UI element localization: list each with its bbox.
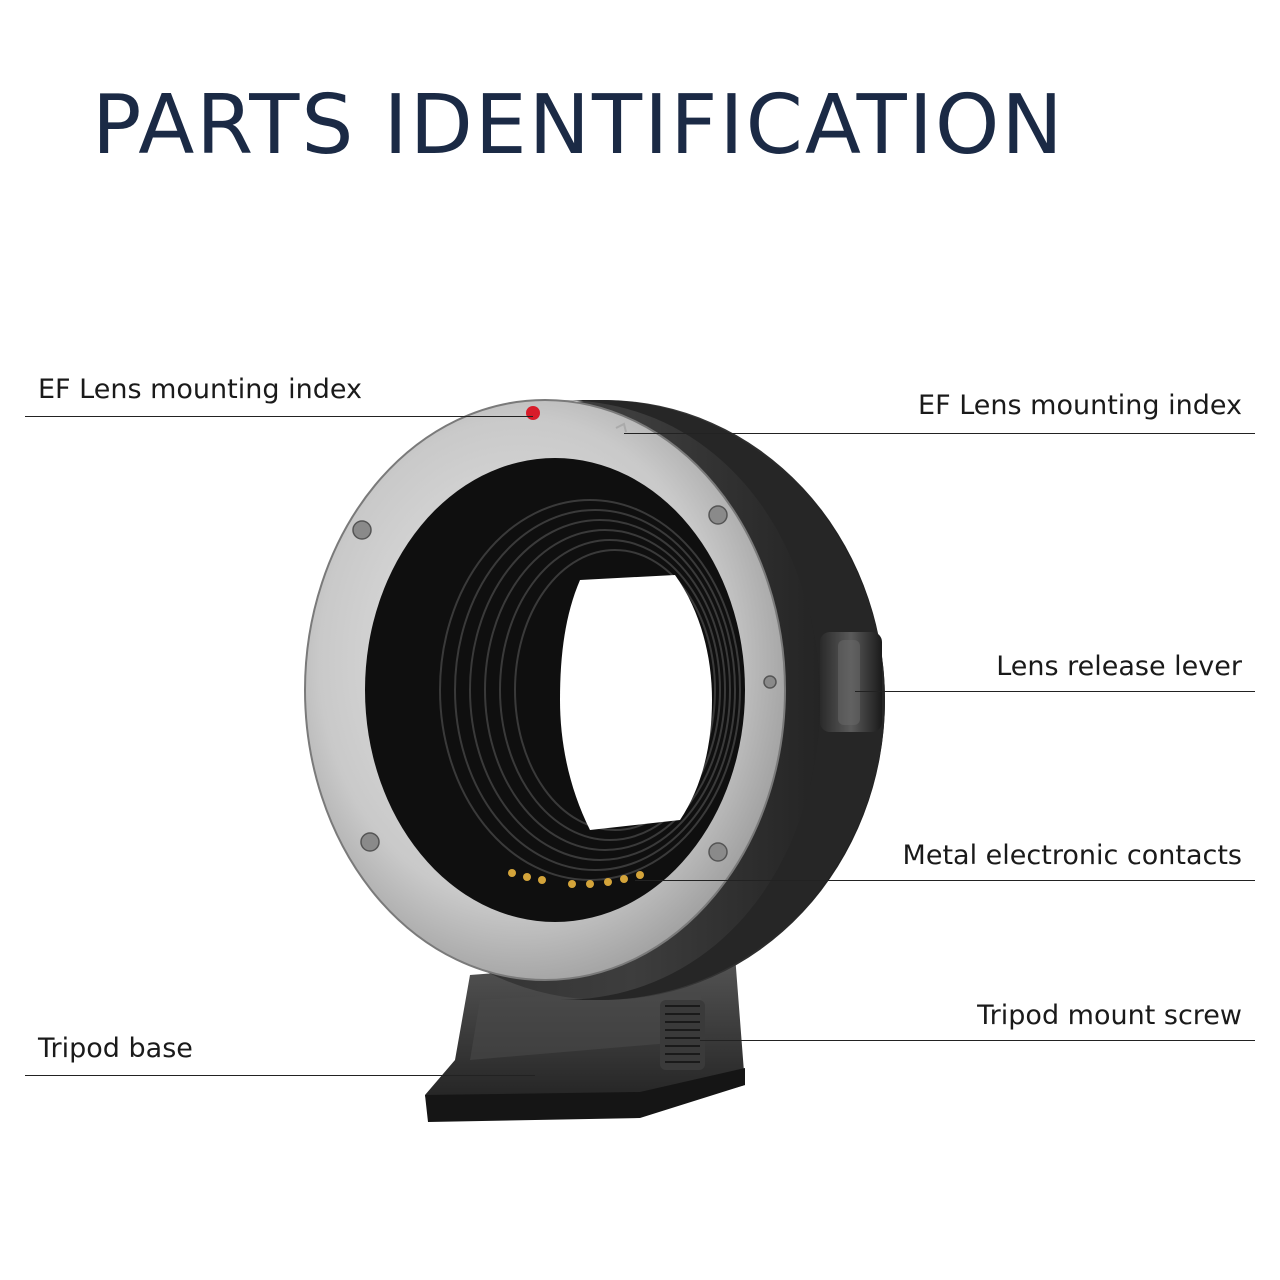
label-tripod-base: Tripod base	[38, 1033, 193, 1064]
electronic-contacts-shape	[508, 869, 644, 888]
release-lever-shape	[820, 632, 882, 732]
label-ef-index-right: EF Lens mounting index	[918, 390, 1242, 421]
leader-tripod-base	[25, 1075, 535, 1076]
label-contacts: Metal electronic contacts	[902, 840, 1242, 871]
leader-tripod-screw	[700, 1040, 1255, 1041]
leader-release-lever	[855, 691, 1255, 692]
tripod-base-shape	[425, 955, 745, 1122]
label-ef-index-left: EF Lens mounting index	[38, 374, 362, 405]
leader-contacts	[635, 880, 1255, 881]
label-tripod-screw: Tripod mount screw	[977, 1000, 1242, 1031]
label-release-lever: Lens release lever	[996, 651, 1242, 682]
leader-ef-index-right	[624, 433, 1255, 434]
leader-ef-index-left	[25, 416, 533, 417]
index-dot-red	[526, 406, 540, 420]
page-title: PARTS IDENTIFICATION	[92, 78, 1065, 173]
tripod-screw-shape	[660, 1000, 705, 1070]
